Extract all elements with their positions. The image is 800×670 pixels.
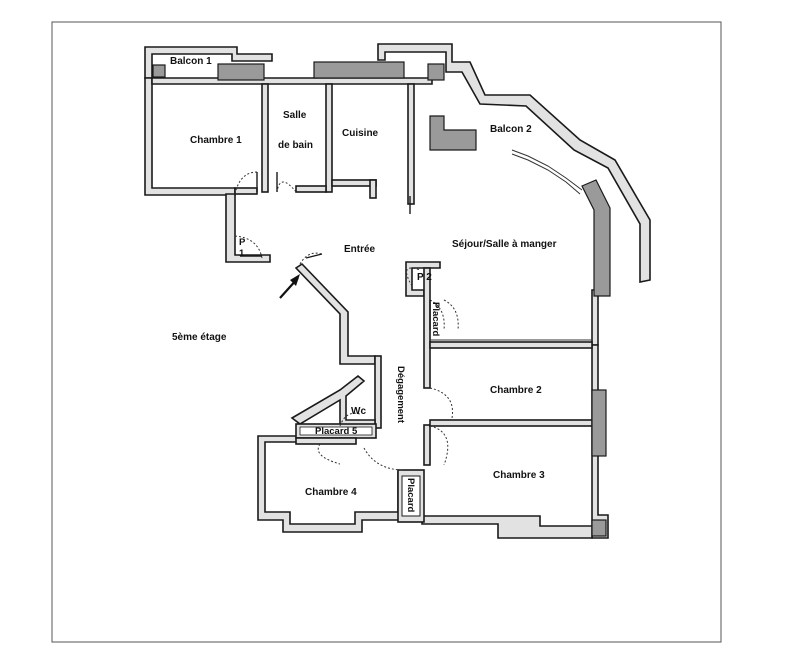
label-sejour: Séjour/Salle à manger	[452, 239, 557, 250]
label-chambre4: Chambre 4	[305, 487, 357, 498]
window-chambres	[591, 389, 607, 457]
label-floor: 5ème étage	[172, 332, 227, 343]
door-entry	[299, 252, 323, 265]
hatched-blocks	[152, 61, 611, 537]
column-southeast	[591, 519, 607, 537]
label-chambre2: Chambre 2	[490, 385, 542, 396]
label-chambre3: Chambre 3	[493, 470, 545, 481]
label-balcon1: Balcon 1	[170, 56, 212, 67]
outer-walls	[144, 43, 651, 539]
label-cuisine: Cuisine	[342, 128, 379, 139]
wall-cuisine-stub	[369, 179, 377, 199]
door-wc	[339, 412, 361, 427]
label-p1-line1: P	[239, 237, 246, 248]
label-placard5: Placard 5	[315, 426, 358, 437]
door-chambre2	[429, 387, 454, 419]
label-placard-side: Placard	[430, 302, 441, 337]
wall-degagement-east	[423, 267, 431, 389]
entry-arrow-icon	[279, 274, 300, 299]
room-labels: Balcon 1 Chambre 1 Salle de bain Cuisine…	[170, 56, 557, 513]
label-salle-line1: Salle	[283, 110, 307, 121]
interior-walls	[234, 83, 593, 523]
wall-chambre4-north	[295, 437, 357, 445]
wall-sejour-east	[591, 289, 599, 346]
label-wc: Wc	[351, 406, 366, 417]
placard-bottom-inner	[401, 475, 421, 517]
placard5-inner	[299, 426, 373, 436]
door-chambre3	[429, 425, 449, 466]
label-chambre1: Chambre 1	[190, 135, 242, 146]
doors	[234, 171, 592, 471]
door-salle	[276, 181, 297, 193]
label-balcon2: Balcon 2	[490, 124, 532, 135]
wall-chambre4	[257, 435, 405, 533]
bay-window-inner	[511, 153, 581, 195]
wall-degagement-west	[374, 355, 382, 429]
label-entree: Entrée	[344, 244, 376, 255]
wall-chambre3-south	[421, 515, 593, 539]
door-degagement	[363, 447, 405, 471]
wall-salle-cuisine	[325, 83, 333, 193]
wall-cuisine-east	[407, 83, 415, 205]
page-border	[51, 21, 722, 643]
window-cuisine	[313, 61, 405, 79]
column-balcon1	[152, 64, 166, 78]
door-chambre4	[317, 443, 341, 465]
wall-salle-south	[295, 185, 327, 193]
door-placard	[429, 299, 445, 331]
bay-window	[511, 149, 583, 191]
wall-top-north	[151, 77, 433, 85]
wall-ch1-south	[234, 187, 258, 195]
label-salle-line2: de bain	[278, 140, 313, 151]
label-degagement: Dégagement	[395, 366, 406, 424]
wall-chambre2-north	[429, 341, 593, 349]
column-balcon2	[429, 115, 477, 151]
window-sejour	[581, 179, 611, 297]
wall-wc	[290, 374, 376, 427]
label-p2: P 2	[417, 272, 432, 283]
column-north	[427, 63, 445, 81]
wall-entry-diagonal	[294, 262, 376, 365]
label-p1-line2: 1	[239, 248, 245, 259]
wall-entree-west	[225, 193, 271, 263]
wall-p2-closet	[405, 261, 441, 297]
door-p2	[406, 267, 421, 287]
wall-chambre1-salle	[261, 83, 269, 193]
window-chambre1	[217, 63, 265, 81]
wall-balcon2-outer	[377, 43, 651, 283]
wall-chambre2-3	[429, 419, 593, 427]
wall-degagement-east-lower	[423, 424, 431, 466]
label-placard-bottom: Placard	[405, 478, 416, 513]
